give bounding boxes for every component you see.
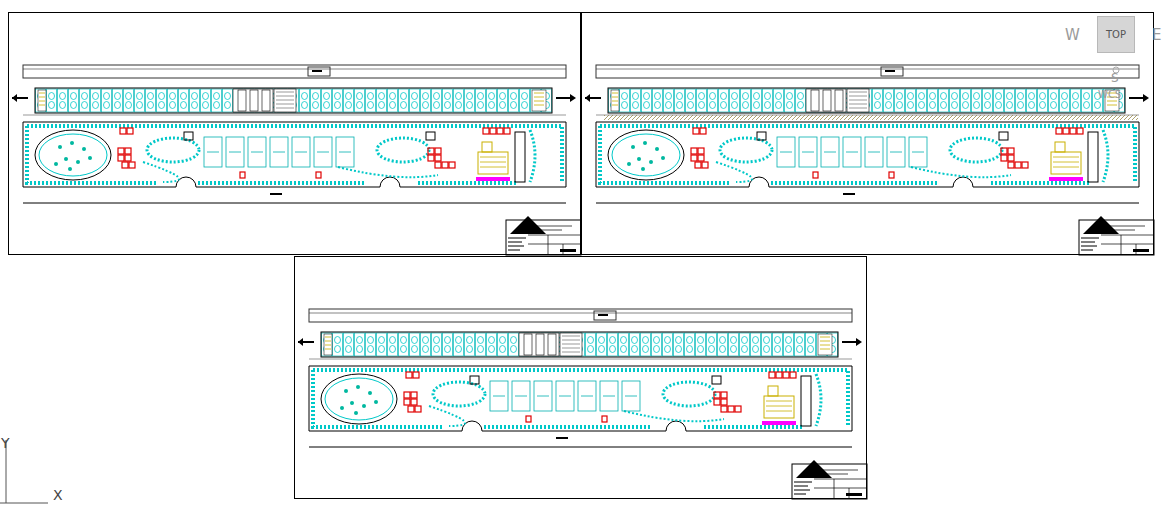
compass-label: W (1065, 28, 1080, 43)
compass-label: E (1152, 28, 1161, 43)
axis-label: Y (1, 436, 10, 450)
compass-label: S (1111, 72, 1119, 84)
view-label: TOP (1106, 29, 1126, 40)
view-cube-face: TOP (1097, 16, 1135, 53)
compass-label: WCS (1098, 90, 1121, 100)
axis-label: X (53, 488, 63, 502)
